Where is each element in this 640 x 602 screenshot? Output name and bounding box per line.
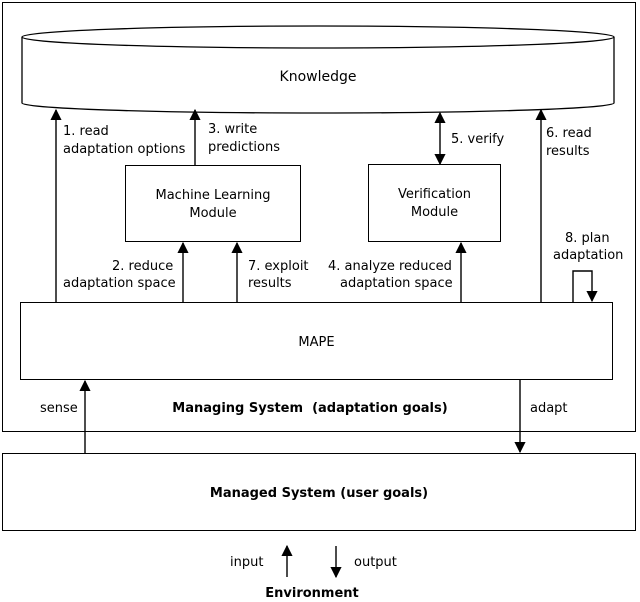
verification-module-label-line2: Module: [410, 205, 459, 220]
managed-system-label: Managed System (user goals): [209, 486, 429, 501]
input-label: input: [230, 555, 264, 570]
arrow-plan-adaptation: [572, 270, 598, 303]
step2-label-line1: 2. reduce: [112, 259, 174, 274]
step8-label-line1: 8. plan: [565, 231, 610, 246]
ml-module-label-line2: Module: [189, 206, 237, 221]
step7-label-line1: 7. exploit: [248, 259, 309, 274]
managed-system-box: [2, 453, 636, 531]
ml-module-box: [125, 165, 301, 242]
verification-module-box: [368, 164, 501, 242]
output-label: output: [354, 555, 397, 570]
step1-label-line1: 1. read: [63, 124, 109, 139]
step4-label-line1: 4. analyze reduced: [328, 259, 452, 274]
step1-label-line2: adaptation options: [63, 142, 186, 157]
sense-label: sense: [40, 401, 78, 416]
step7-label-line2: results: [248, 276, 292, 291]
ml-module-label-line1: Machine Learning: [155, 188, 271, 203]
step5-label: 5. verify: [451, 132, 505, 147]
mape-box: [20, 302, 613, 380]
step3-label-line2: predictions: [208, 140, 280, 155]
environment-label: Environment: [265, 586, 359, 601]
knowledge-store: [21, 25, 615, 114]
verification-module-label-line1: Verification: [397, 187, 472, 202]
step2-label-line2: adaptation space: [63, 276, 176, 291]
adapt-label: adapt: [530, 401, 568, 416]
step3-label-line1: 3. write: [208, 122, 258, 137]
knowledge-label: Knowledge: [279, 69, 357, 85]
mape-label: MAPE: [298, 335, 335, 350]
step6-label-line1: 6. read: [546, 126, 592, 141]
step8-label-line2: adaptation: [553, 248, 624, 263]
step4-label-line2: adaptation space: [340, 276, 453, 291]
step6-label-line2: results: [546, 144, 590, 159]
managing-system-label: Managing System (adaptation goals): [172, 401, 448, 416]
